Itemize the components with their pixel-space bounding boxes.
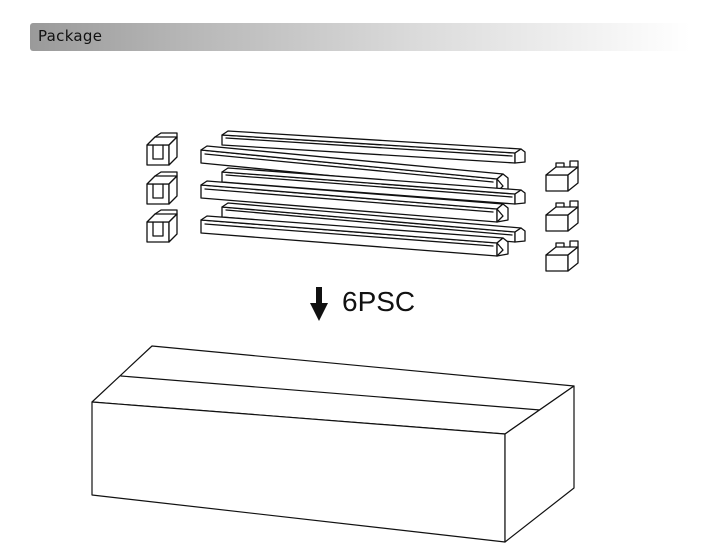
right-bracket-parts	[545, 160, 579, 272]
down-arrow-icon	[310, 287, 328, 321]
rail-icon	[200, 180, 509, 223]
section-header-bar: Package	[30, 23, 690, 51]
end-bracket-icon	[545, 240, 579, 272]
end-bracket-icon	[146, 132, 178, 166]
section-title: Package	[38, 27, 103, 45]
end-bracket-icon	[545, 200, 579, 232]
shipping-box-icon	[91, 345, 575, 543]
rail-icon	[221, 167, 526, 205]
rail-icon	[221, 130, 526, 164]
left-bracket-parts	[146, 132, 178, 243]
rail-parts	[200, 130, 526, 257]
quantity-label: 6PSC	[342, 286, 416, 317]
end-bracket-icon	[146, 171, 178, 205]
end-bracket-icon	[545, 160, 579, 192]
rail-icon	[200, 215, 509, 257]
end-bracket-icon	[146, 209, 178, 243]
